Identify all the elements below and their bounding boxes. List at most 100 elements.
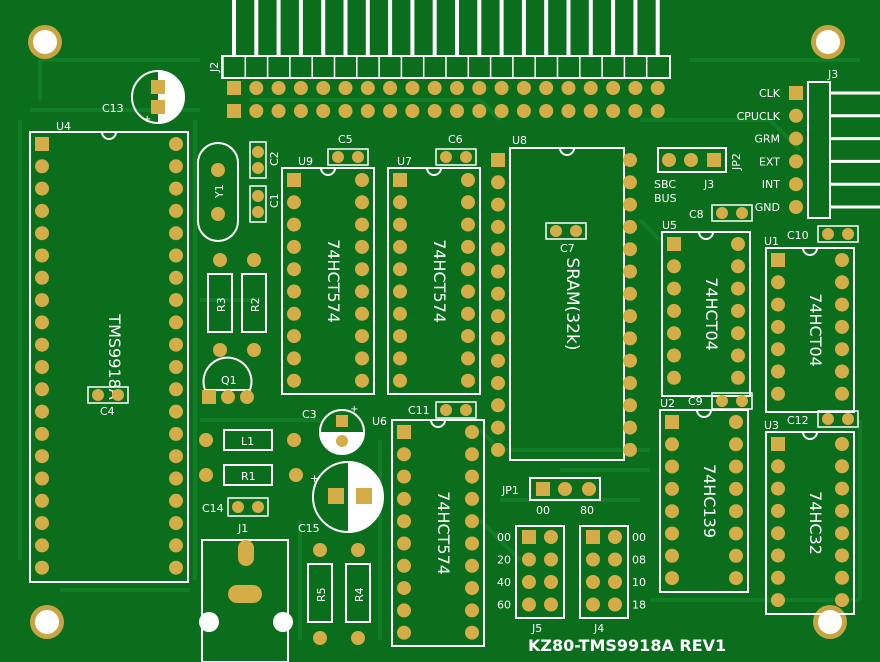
- pad: [35, 471, 49, 486]
- pad: [623, 153, 637, 167]
- pad: [606, 104, 621, 118]
- pad: [252, 162, 264, 174]
- j3-label: J3: [827, 68, 838, 81]
- j2-pin: [499, 0, 504, 56]
- l1-body: [223, 429, 273, 451]
- r1-label: R1: [241, 470, 256, 483]
- u3-ref-label: U3: [764, 419, 779, 432]
- pad: [491, 420, 505, 435]
- pad: [397, 469, 411, 484]
- r3-body: [207, 273, 233, 333]
- pad: [583, 81, 598, 95]
- pad: [771, 503, 785, 518]
- u6-part-label: 74HCT574: [434, 491, 453, 575]
- pad: [356, 488, 372, 504]
- pad: [729, 437, 743, 452]
- c11-capacitor: C11: [408, 401, 477, 419]
- j3-signal-label: GND: [755, 201, 780, 214]
- pad: [169, 493, 183, 508]
- u4-outline: [29, 131, 189, 583]
- j4-outline: [579, 525, 629, 619]
- c12-capacitor: C12: [787, 410, 859, 428]
- pad: [835, 253, 849, 267]
- q1-transistor: Q1: [202, 356, 254, 404]
- u9-part-label: 74HCT574: [324, 239, 343, 323]
- l1-label: L1: [241, 435, 254, 448]
- jumper-address-label: 10: [632, 576, 646, 589]
- pad: [397, 625, 411, 640]
- pad: [169, 137, 183, 151]
- c3-polarity: +: [350, 404, 358, 415]
- pad: [461, 217, 475, 232]
- pad: [35, 137, 49, 151]
- j3-outline: [807, 81, 831, 219]
- pad: [665, 526, 679, 541]
- j2-pin: [388, 0, 393, 56]
- pad: [249, 104, 264, 118]
- j2-label: J2: [208, 62, 221, 73]
- pad: [355, 373, 369, 388]
- pad: [835, 342, 849, 357]
- pad: [213, 253, 227, 267]
- c9-label: C9: [688, 395, 703, 408]
- pad: [491, 398, 505, 413]
- pad: [822, 413, 834, 425]
- sbc-label: SBC: [654, 178, 676, 191]
- mounting-hole-center: [35, 610, 59, 634]
- pad: [494, 104, 509, 118]
- c14-outline: [227, 497, 269, 517]
- pad: [465, 536, 479, 551]
- pad: [35, 226, 49, 241]
- c1-outline: [249, 185, 267, 223]
- j2-pin: [321, 0, 326, 56]
- pad: [623, 331, 637, 346]
- pad: [35, 404, 49, 419]
- r3-resistor: R3: [207, 253, 233, 357]
- pad: [665, 481, 679, 496]
- pad: [729, 459, 743, 474]
- pad: [835, 297, 849, 312]
- pad: [558, 482, 572, 496]
- pad: [35, 382, 49, 397]
- pad: [227, 81, 241, 95]
- pad: [287, 284, 301, 299]
- jumper-address-label: 00: [497, 531, 511, 544]
- pad: [332, 151, 344, 163]
- l1-inductor: L1: [199, 429, 301, 451]
- pad: [252, 206, 264, 218]
- pad: [665, 437, 679, 452]
- pad: [427, 104, 442, 118]
- pad: [383, 81, 398, 95]
- pad: [293, 81, 308, 95]
- u7-part-label: 74HCT574: [430, 239, 449, 323]
- pad: [623, 420, 637, 435]
- pad: [835, 526, 849, 541]
- j2-pin: [566, 0, 571, 56]
- pad: [465, 603, 479, 618]
- j2-pin: [588, 0, 593, 56]
- u1-part-label: 74HCT04: [806, 293, 825, 367]
- c7-outline: [545, 222, 587, 240]
- r1-body: [223, 464, 273, 486]
- pad: [667, 281, 681, 296]
- jp1-left-label: 00: [536, 504, 550, 517]
- pad: [169, 203, 183, 218]
- pad: [465, 425, 479, 439]
- j2-outline: [221, 55, 671, 79]
- pad: [249, 81, 264, 95]
- j2-pin: [521, 0, 526, 56]
- pad: [460, 404, 472, 416]
- pad: [789, 200, 803, 214]
- pad: [539, 81, 554, 95]
- c7-capacitor: C7: [545, 222, 587, 255]
- q1-label: Q1: [221, 374, 237, 387]
- j5-outline: [515, 525, 565, 619]
- pad: [516, 104, 531, 118]
- pad: [544, 575, 558, 589]
- pad: [491, 331, 505, 346]
- pad: [169, 248, 183, 263]
- pad: [355, 239, 369, 254]
- c6-label: C6: [448, 133, 463, 146]
- pad: [729, 415, 743, 429]
- u5-part-label: 74HCT04: [702, 277, 721, 351]
